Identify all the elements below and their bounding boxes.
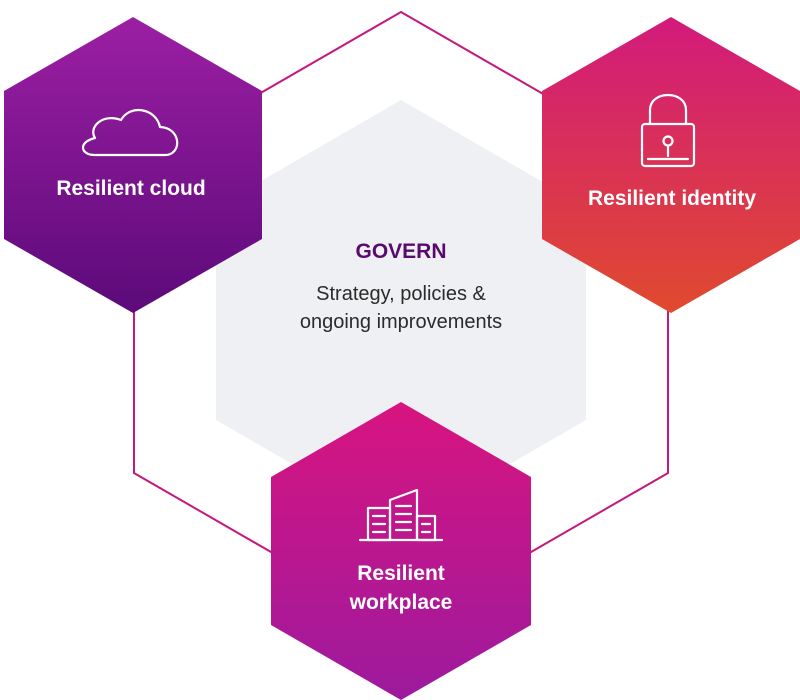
cloud-node: Resilient cloud: [4, 17, 262, 313]
workplace-label-line1: Resilient: [357, 562, 445, 585]
govern-hexagon: [216, 100, 586, 527]
govern-title: GOVERN: [355, 240, 446, 263]
workplace-node: Resilient workplace: [271, 402, 531, 700]
workplace-hexagon: [271, 402, 531, 700]
identity-node: Resilient identity: [542, 17, 800, 313]
buildings-icon: [358, 488, 444, 542]
govern-subtitle-line2: ongoing improvements: [300, 311, 502, 333]
govern-subtitle-line1: Strategy, policies &: [316, 283, 486, 305]
workplace-label-line2: workplace: [349, 591, 453, 614]
cloud-label: Resilient cloud: [56, 177, 205, 200]
lock-icon: [640, 94, 696, 168]
identity-label: Resilient identity: [588, 187, 756, 210]
cloud-hexagon: [4, 17, 262, 313]
cloud-icon: [81, 108, 179, 157]
